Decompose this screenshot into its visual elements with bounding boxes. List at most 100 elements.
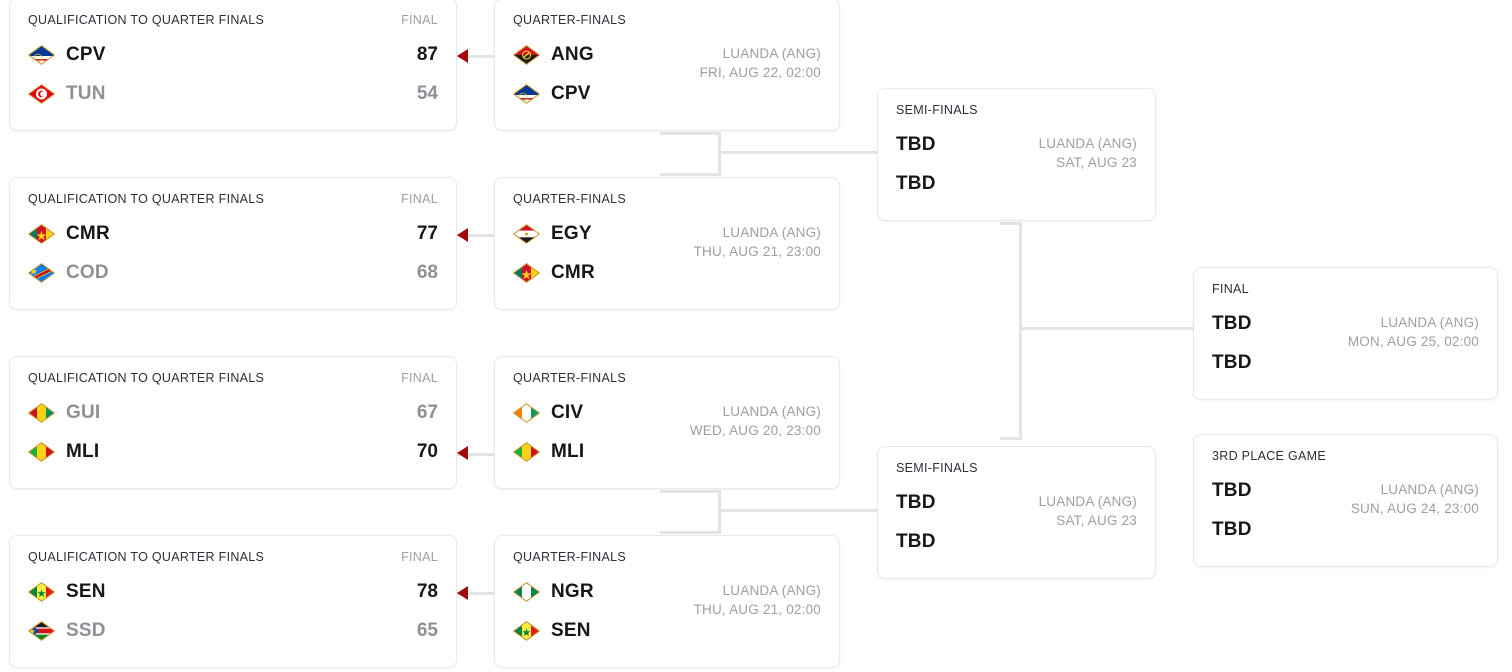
match-card-quarter-final-4[interactable]: QUARTER-FINALS NGR SEN LUANDA (ANG) THU,… (494, 535, 840, 668)
team-row[interactable]: CMR 77 (28, 214, 438, 253)
team-abbr: GUI (66, 401, 101, 423)
team-entry: TBD (1212, 313, 1479, 335)
match-card-quarter-final-2[interactable]: QUARTER-FINALS EGY CMR LUANDA (ANG) THU,… (494, 177, 840, 310)
team-row[interactable]: TBD (896, 164, 1137, 203)
card-status: FINAL (401, 550, 438, 564)
match-card-qualification-1[interactable]: QUALIFICATION TO QUARTER FINALS FINAL CP… (9, 0, 468, 131)
team-row[interactable]: SEN (513, 611, 821, 650)
match-rows: CMR 77 COD 68 (28, 214, 438, 292)
team-row[interactable]: TBD (896, 522, 1137, 561)
match-rows: NGR SEN (513, 572, 821, 650)
match-card-final[interactable]: FINAL TBD TBD LUANDA (ANG) MON, AUG 25, … (1193, 267, 1498, 400)
flag-cpv-icon (28, 44, 55, 65)
match-card-semi-final-1[interactable]: SEMI-FINALS TBD TBD LUANDA (ANG) SAT, AU… (877, 88, 1156, 221)
team-row[interactable]: TBD (896, 125, 1137, 164)
team-row[interactable]: CIV (513, 393, 821, 432)
match-card-quarter-final-3[interactable]: QUARTER-FINALS CIV MLI LUANDA (ANG) WED,… (494, 356, 840, 489)
connector-qf2-stub (660, 173, 720, 176)
team-entry: TBD (1212, 480, 1479, 502)
flag-cod-icon (28, 262, 55, 283)
match-card-qualification-4[interactable]: QUALIFICATION TO QUARTER FINALS FINAL SE… (9, 535, 468, 668)
match-card-quarter-final-1[interactable]: QUARTER-FINALS ANG CPV LUANDA (ANG) FRI,… (494, 0, 840, 131)
team-entry: COD (28, 262, 417, 284)
winner-arrow-icon (457, 586, 468, 600)
match-rows: SEN 78 SSD 65 (28, 572, 438, 650)
card-title: QUALIFICATION TO QUARTER FINALS (28, 13, 265, 27)
card-header: FINAL (1212, 282, 1479, 296)
team-row[interactable]: TBD (1212, 304, 1479, 343)
flag-ang-icon (513, 44, 540, 65)
card-title: SEMI-FINALS (896, 103, 978, 117)
match-meta: LUANDA (ANG) SUN, AUG 24, 23:00 (1351, 480, 1479, 518)
match-card-third-place[interactable]: 3RD PLACE GAME TBD TBD LUANDA (ANG) SUN,… (1193, 434, 1498, 567)
team-row[interactable]: CPV 87 (28, 35, 438, 74)
match-meta: LUANDA (ANG) SAT, AUG 23 (1039, 492, 1137, 530)
team-row[interactable]: TBD (1212, 471, 1479, 510)
team-abbr: SEN (66, 580, 106, 602)
match-rows: EGY CMR (513, 214, 821, 292)
team-row[interactable]: ANG (513, 35, 821, 74)
team-entry: TBD (1212, 352, 1479, 374)
team-score: 70 (416, 440, 438, 462)
team-row[interactable]: TBD (896, 483, 1137, 522)
team-score: 77 (416, 222, 438, 244)
card-title: QUALIFICATION TO QUARTER FINALS (28, 371, 265, 385)
team-entry: TBD (896, 134, 1137, 156)
team-abbr: TBD (896, 133, 936, 155)
team-abbr: CPV (66, 43, 106, 65)
team-row[interactable]: TBD (1212, 510, 1479, 549)
team-abbr: TBD (896, 530, 936, 552)
team-row[interactable]: NGR (513, 572, 821, 611)
team-row[interactable]: TUN 54 (28, 74, 438, 113)
team-row[interactable]: GUI 67 (28, 393, 438, 432)
match-card-semi-final-2[interactable]: SEMI-FINALS TBD TBD LUANDA (ANG) SAT, AU… (877, 446, 1156, 579)
match-rows: TBD TBD (1212, 471, 1479, 549)
match-datetime: THU, AUG 21, 23:00 (693, 244, 821, 259)
team-row[interactable]: EGY (513, 214, 821, 253)
team-entry: SEN (28, 581, 417, 603)
flag-sen-icon (28, 581, 55, 602)
connector-trunk-sf2 (718, 509, 878, 512)
flag-tun-icon (28, 83, 55, 104)
team-row[interactable]: MLI 70 (28, 432, 438, 471)
team-entry: ANG (513, 44, 821, 66)
match-venue: LUANDA (ANG) (722, 225, 821, 240)
flag-civ-icon (513, 402, 540, 423)
flag-mli-icon (28, 441, 55, 462)
match-card-qualification-3[interactable]: QUALIFICATION TO QUARTER FINALS FINAL GU… (9, 356, 468, 489)
team-row[interactable]: TBD (1212, 343, 1479, 382)
winner-arrow-icon (457, 49, 468, 63)
flag-gui-icon (28, 402, 55, 423)
connector-qf1-stub (660, 132, 720, 135)
connector-trunk-final (1019, 327, 1194, 330)
card-header: SEMI-FINALS (896, 103, 1137, 117)
team-abbr: CIV (551, 401, 584, 423)
card-header: QUALIFICATION TO QUARTER FINALS FINAL (28, 371, 438, 385)
team-row[interactable]: MLI (513, 432, 821, 471)
match-venue: LUANDA (ANG) (1038, 136, 1137, 151)
card-header: QUALIFICATION TO QUARTER FINALS FINAL (28, 13, 438, 27)
match-venue: LUANDA (ANG) (1380, 315, 1479, 330)
team-abbr: CMR (66, 222, 110, 244)
match-venue: LUANDA (ANG) (722, 583, 821, 598)
match-venue: LUANDA (ANG) (722, 46, 821, 61)
card-header: SEMI-FINALS (896, 461, 1137, 475)
match-rows: CIV MLI (513, 393, 821, 471)
team-entry: TBD (1212, 519, 1479, 541)
match-rows: ANG CPV (513, 35, 821, 113)
team-row[interactable]: COD 68 (28, 253, 438, 292)
match-card-qualification-2[interactable]: QUALIFICATION TO QUARTER FINALS FINAL CM… (9, 177, 468, 310)
flag-mli-icon (513, 441, 540, 462)
card-header: QUARTER-FINALS (513, 192, 821, 206)
team-row[interactable]: SSD 65 (28, 611, 438, 650)
card-title: QUALIFICATION TO QUARTER FINALS (28, 550, 265, 564)
team-abbr: TBD (1212, 312, 1252, 334)
team-abbr: NGR (551, 580, 594, 602)
team-score: 67 (416, 401, 438, 423)
team-row[interactable]: CMR (513, 253, 821, 292)
team-row[interactable]: CPV (513, 74, 821, 113)
flag-cmr-icon (513, 262, 540, 283)
match-venue: LUANDA (ANG) (1380, 482, 1479, 497)
team-row[interactable]: SEN 78 (28, 572, 438, 611)
connector-final-trunk (1019, 222, 1022, 439)
